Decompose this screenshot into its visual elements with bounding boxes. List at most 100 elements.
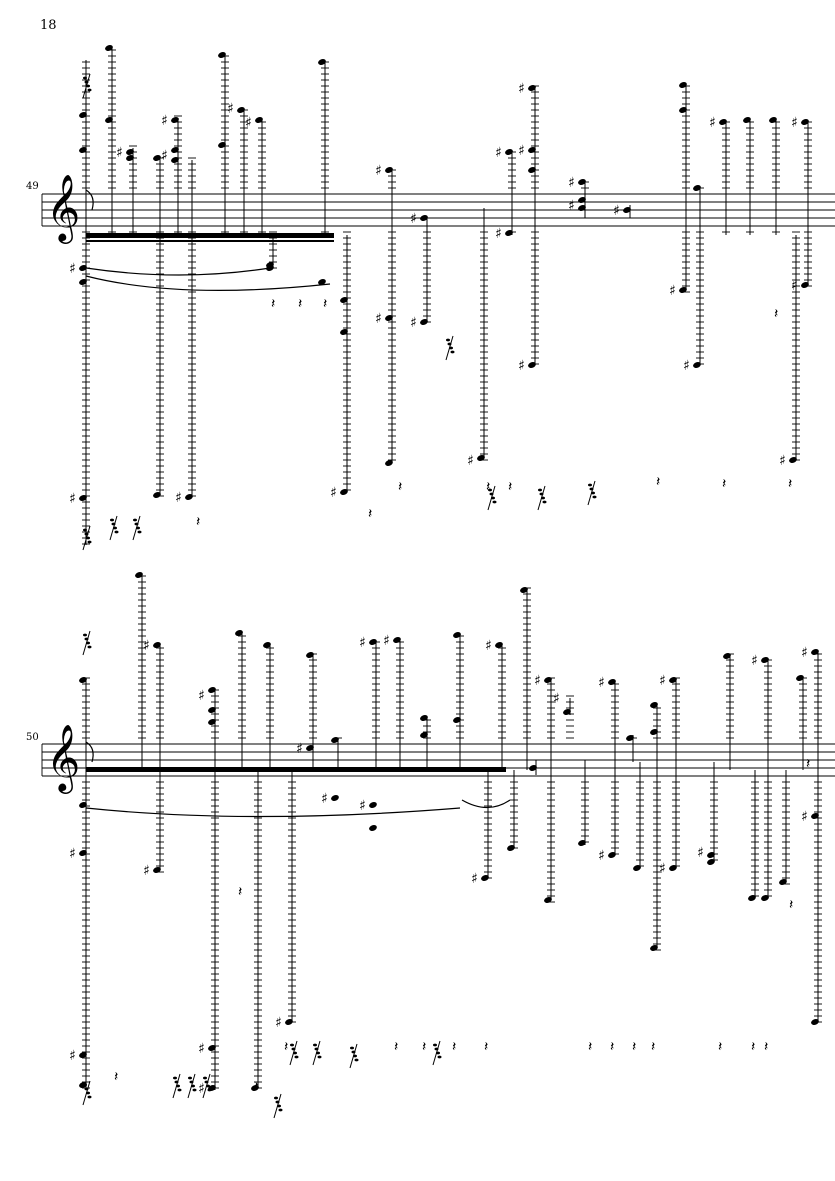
quarter-rest-icon: 𝄽 [484, 1039, 488, 1055]
sharp-icon: ♯ [69, 1048, 76, 1064]
notehead [153, 642, 161, 648]
tie [85, 267, 271, 276]
notehead [420, 715, 428, 721]
quarter-rest-icon: 𝄽 [452, 1039, 456, 1055]
notes-system-2: ♯♯♯♯♯♯♯♯♯♯♯♯♯♯♯♯♯♯♯♯♯♯♯♯♯𝄽𝄽𝄽𝄽𝄽𝄽𝄽𝄽𝄽𝄽𝄽𝄽𝄽𝄽𝄽… [69, 572, 822, 1119]
notehead [505, 230, 513, 236]
sharp-icon: ♯ [245, 115, 252, 131]
sharp-icon: ♯ [568, 175, 575, 191]
notehead [420, 319, 428, 325]
notehead [811, 1019, 819, 1025]
quarter-rest-icon: 𝄽 [632, 1039, 636, 1055]
sharp-icon: ♯ [383, 633, 390, 649]
quarter-rest-icon: 𝄽 [284, 1039, 288, 1055]
sharp-icon: ♯ [198, 1081, 205, 1097]
grace-notehead [188, 1076, 192, 1080]
notehead [369, 639, 377, 645]
sharp-icon: ♯ [467, 453, 474, 469]
notehead [578, 205, 586, 211]
quarter-rest-icon: 𝄽 [196, 514, 200, 530]
notehead [105, 117, 113, 123]
grace-notehead [133, 518, 137, 522]
notehead [650, 945, 658, 951]
grace-notehead [290, 1043, 294, 1047]
sharp-icon: ♯ [69, 261, 76, 277]
sharp-icon: ♯ [801, 809, 808, 825]
grace-notehead [207, 1088, 212, 1092]
grace-notehead [317, 1055, 322, 1059]
sharp-icon: ♯ [143, 638, 150, 654]
notehead [693, 185, 701, 191]
notehead [761, 895, 769, 901]
grace-notehead [278, 1108, 283, 1112]
notehead [679, 107, 687, 113]
grace-slash [445, 335, 454, 361]
notehead [218, 142, 226, 148]
notehead [544, 897, 552, 903]
notehead [79, 147, 87, 153]
tie [85, 807, 461, 818]
tie [461, 799, 511, 809]
grace-notehead [354, 1058, 359, 1062]
sharp-icon: ♯ [598, 675, 605, 691]
grace-slash [537, 485, 546, 511]
quarter-rest-icon: 𝄽 [486, 479, 490, 495]
quarter-rest-icon: 𝄽 [722, 476, 726, 492]
sharp-icon: ♯ [375, 311, 382, 327]
quarter-rest-icon: 𝄽 [588, 1039, 592, 1055]
notehead [761, 657, 769, 663]
grace-notehead [87, 88, 92, 92]
sharp-icon: ♯ [471, 871, 478, 887]
notehead [528, 362, 536, 368]
measure-number-system-1: 49 [26, 181, 39, 192]
notehead [79, 1052, 87, 1058]
notehead [251, 1085, 259, 1091]
notehead [171, 147, 179, 153]
staff-system-1 [41, 189, 835, 291]
notehead [779, 879, 787, 885]
grace-notehead [437, 1055, 442, 1059]
notehead [185, 494, 193, 500]
notehead [520, 587, 528, 593]
notehead [481, 875, 489, 881]
sharp-icon: ♯ [330, 485, 337, 501]
notehead [626, 735, 634, 741]
quarter-rest-icon: 𝄽 [718, 1039, 722, 1055]
sharp-icon: ♯ [321, 791, 328, 807]
notehead [544, 677, 552, 683]
grace-notehead [192, 1088, 197, 1092]
grace-notehead [488, 488, 492, 492]
quarter-rest-icon: 𝄽 [254, 1079, 258, 1095]
notehead [453, 632, 461, 638]
grace-notehead [592, 495, 597, 499]
notehead [669, 677, 677, 683]
notehead [266, 265, 274, 271]
notehead [420, 215, 428, 221]
sharp-icon: ♯ [697, 845, 704, 861]
notehead [608, 852, 616, 858]
grace-slash [289, 1040, 298, 1066]
notehead [811, 649, 819, 655]
grace-notehead [294, 1055, 299, 1059]
sharp-icon: ♯ [161, 148, 168, 164]
notehead [79, 265, 87, 271]
sharp-icon: ♯ [518, 81, 525, 97]
notehead [707, 859, 715, 865]
quarter-rest-icon: 𝄽 [788, 476, 792, 492]
grace-notehead [177, 1088, 182, 1092]
notehead [528, 147, 536, 153]
grace-notehead [274, 1096, 278, 1100]
notes-system-1: ♯♯♯♯♯♯♯♯♯♯♯♯♯♯♯♯♯♯♯♯♯♯♯♯♯♯♯♯𝄽𝄽𝄽𝄽𝄽𝄽𝄽𝄽𝄽𝄽𝄽𝄽 [69, 45, 812, 551]
grace-notehead [538, 488, 542, 492]
grace-notehead [542, 500, 547, 504]
sharp-icon: ♯ [69, 491, 76, 507]
staff-lines [41, 193, 835, 227]
notehead [679, 82, 687, 88]
notehead [650, 702, 658, 708]
grace-notehead [87, 540, 92, 544]
notehead [208, 719, 216, 725]
beam [86, 767, 506, 772]
notehead [707, 852, 715, 858]
notehead [608, 679, 616, 685]
